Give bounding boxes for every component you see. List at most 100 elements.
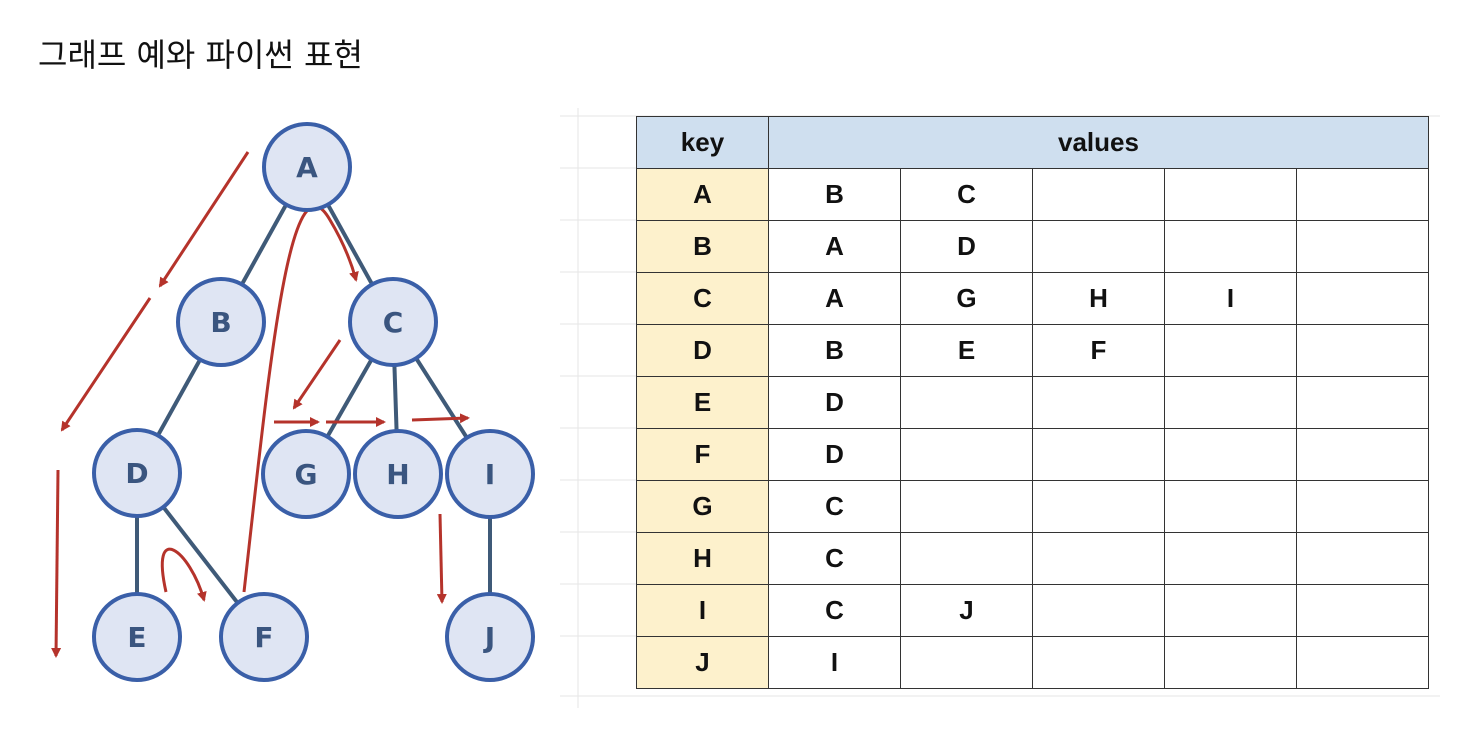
header-values: values [768, 116, 1429, 169]
row-value-cell [1032, 584, 1165, 637]
row-value-cell: C [768, 532, 901, 585]
row-value-cell: A [768, 220, 901, 273]
row-value-cell [1296, 636, 1429, 689]
graph-node-D: D [92, 428, 182, 518]
graph-node-H: H [353, 429, 443, 519]
row-value-cell: I [1164, 272, 1297, 325]
row-value-cell [900, 636, 1033, 689]
row-value-cell [1296, 428, 1429, 481]
traversal-arrow [436, 513, 447, 604]
row-value-cell [1032, 220, 1165, 273]
graph-node-label: I [485, 458, 495, 491]
graph-node-circle [219, 592, 309, 682]
row-value-cell: H [1032, 272, 1165, 325]
row-value-cell: C [768, 584, 901, 637]
graph-node-E: E [92, 592, 182, 682]
graph-node-circle [262, 122, 352, 212]
row-value-cell [900, 532, 1033, 585]
traversal-arrow [411, 413, 470, 424]
row-value-cell [900, 376, 1033, 429]
row-value-cell [1296, 272, 1429, 325]
graph-node-label: E [127, 621, 146, 654]
row-key-cell: H [636, 532, 769, 585]
row-value-cell [1296, 584, 1429, 637]
row-key-cell: I [636, 584, 769, 637]
header-key: key [636, 116, 769, 169]
graph-node-C: C [348, 277, 438, 367]
traversal-arrow [292, 339, 342, 410]
graph-node-label: G [295, 458, 318, 491]
row-value-cell [1296, 532, 1429, 585]
graph-node-circle [92, 428, 182, 518]
row-value-cell: F [1032, 324, 1165, 377]
row-value-cell: B [768, 324, 901, 377]
row-key-cell: B [636, 220, 769, 273]
row-key-cell: G [636, 480, 769, 533]
traversal-arrow [160, 547, 207, 602]
row-value-cell: C [768, 480, 901, 533]
traversal-arrow [51, 469, 62, 658]
row-value-cell [1032, 636, 1165, 689]
row-value-cell [1296, 376, 1429, 429]
graph-node-label: D [125, 457, 148, 490]
row-value-cell [1296, 480, 1429, 533]
row-key-cell: J [636, 636, 769, 689]
row-value-cell: D [768, 428, 901, 481]
traversal-arrows [51, 151, 470, 658]
graph-node-circle [445, 592, 535, 682]
row-value-cell [900, 428, 1033, 481]
graph-node-label: A [296, 151, 318, 184]
row-value-cell: D [900, 220, 1033, 273]
graph-node-circle [445, 429, 535, 519]
graph-node-I: I [445, 429, 535, 519]
graph-node-label: F [254, 621, 273, 654]
graph-node-label: H [386, 458, 409, 491]
graph-node-G: G [261, 429, 351, 519]
row-value-cell [1164, 220, 1297, 273]
row-value-cell [1032, 480, 1165, 533]
row-value-cell: B [768, 168, 901, 221]
traversal-arrow [158, 151, 250, 288]
row-value-cell [1164, 168, 1297, 221]
row-value-cell [1164, 636, 1297, 689]
traversal-arrow [242, 204, 359, 593]
row-value-cell [1164, 376, 1297, 429]
row-value-cell [1164, 480, 1297, 533]
graph-node-F: F [219, 592, 309, 682]
graph-node-J: J [445, 592, 535, 682]
row-value-cell [1164, 324, 1297, 377]
graph-node-A: A [262, 122, 352, 212]
row-value-cell [900, 480, 1033, 533]
graph-node-circle [348, 277, 438, 367]
graph-node-circle [92, 592, 182, 682]
row-value-cell [1032, 168, 1165, 221]
graph-node-circle [176, 277, 266, 367]
row-value-cell: C [900, 168, 1033, 221]
row-value-cell [1032, 376, 1165, 429]
row-value-cell: I [768, 636, 901, 689]
row-value-cell [1164, 584, 1297, 637]
row-value-cell: A [768, 272, 901, 325]
row-value-cell [1296, 324, 1429, 377]
graph-node-B: B [176, 277, 266, 367]
row-value-cell: D [768, 376, 901, 429]
graph-node-circle [353, 429, 443, 519]
row-value-cell [1032, 428, 1165, 481]
graph-node-circle [261, 429, 351, 519]
row-key-cell: A [636, 168, 769, 221]
row-value-cell: G [900, 272, 1033, 325]
graph-node-label: J [483, 621, 495, 654]
row-value-cell [1296, 168, 1429, 221]
